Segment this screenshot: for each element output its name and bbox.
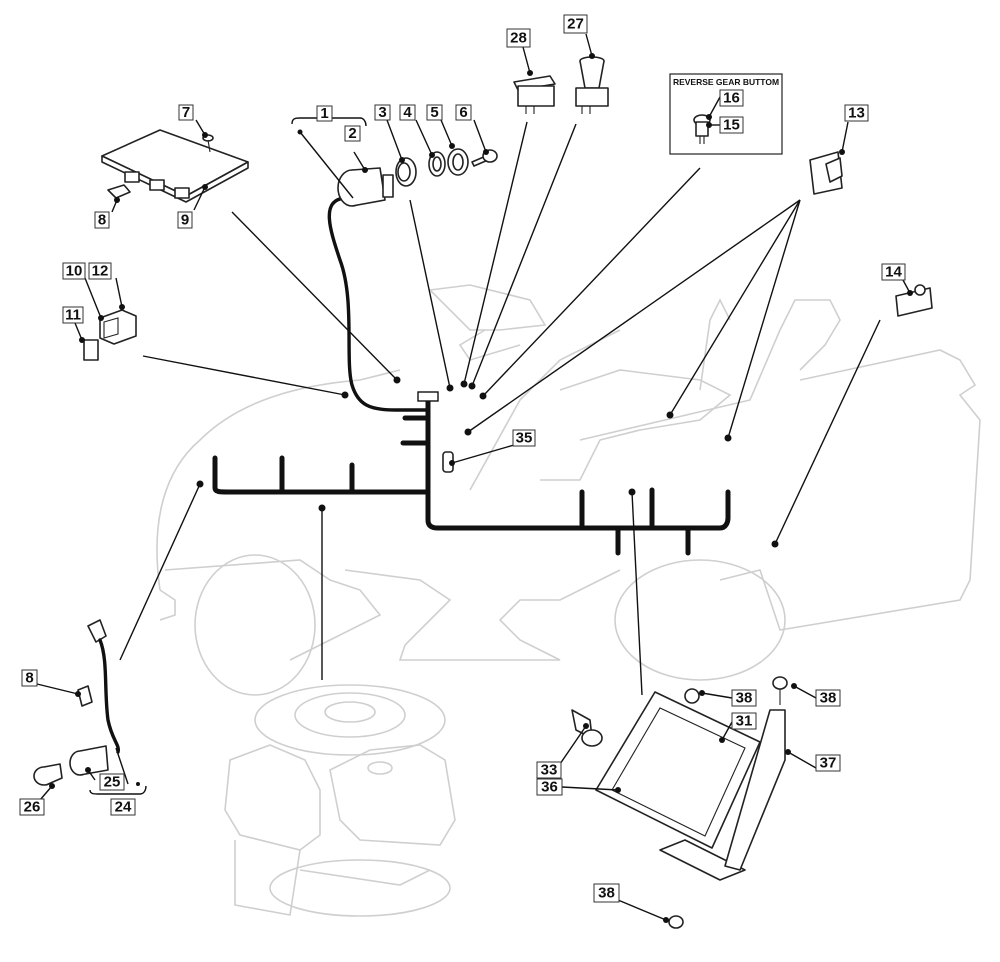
svg-text:11: 11: [65, 307, 81, 324]
callout-11: 11: [62, 306, 85, 343]
callout-3: 3: [374, 104, 405, 163]
svg-text:10: 10: [66, 263, 83, 280]
callout-31: 31: [719, 712, 757, 743]
svg-text:4: 4: [403, 104, 412, 121]
svg-text:27: 27: [567, 16, 584, 33]
fuse-clip: [107, 184, 131, 199]
svg-text:1: 1: [320, 105, 328, 122]
pushbutton-switch: [575, 56, 609, 114]
svg-text:15: 15: [723, 117, 740, 134]
svg-text:7: 7: [182, 104, 190, 121]
callout-6: 6: [455, 104, 489, 155]
wiring-harness: [212, 196, 731, 556]
callout-38c: 38: [593, 883, 669, 923]
headlight-harness: [87, 619, 120, 754]
callout-33: 33: [536, 723, 589, 779]
svg-text:33: 33: [541, 762, 558, 779]
micro-switch: [895, 284, 933, 317]
svg-text:16: 16: [723, 90, 740, 107]
svg-text:38: 38: [736, 690, 753, 707]
control-board: [101, 129, 249, 203]
callout-5: 5: [426, 104, 455, 149]
nut-38c: [668, 915, 684, 929]
callout-37: 37: [785, 749, 841, 772]
svg-text:14: 14: [885, 264, 902, 281]
callout-14: 14: [881, 263, 913, 296]
engine-outline: [224, 684, 456, 917]
svg-text:24: 24: [115, 799, 132, 816]
callout-27: 27: [563, 14, 595, 59]
battery-terminal-cap: [571, 709, 603, 747]
svg-text:2: 2: [348, 125, 356, 142]
harness-connector: [417, 391, 439, 402]
svg-text:37: 37: [820, 755, 837, 772]
svg-text:28: 28: [510, 30, 527, 47]
callout-1: 1: [291, 105, 367, 127]
relay: [99, 309, 137, 345]
callout-4: 4: [399, 104, 435, 158]
callout-8a: 8: [94, 197, 120, 229]
switch-bushing: [395, 157, 417, 187]
reverse-gear-inset: REVERSE GEAR BUTTOM: [669, 73, 783, 155]
svg-text:31: 31: [736, 713, 753, 730]
callout-10: 10: [62, 262, 104, 321]
callout-25: 25: [85, 767, 125, 791]
callout-2: 2: [344, 125, 368, 173]
inset-title: REVERSE GEAR BUTTOM: [673, 77, 779, 87]
leader-dots: [196, 129, 779, 548]
ignition-switch: [337, 167, 394, 207]
svg-text:38: 38: [820, 690, 837, 707]
svg-text:13: 13: [848, 105, 865, 122]
svg-text:8: 8: [25, 670, 33, 687]
rocker-switch: [513, 75, 556, 114]
washer: [428, 151, 446, 177]
battery-bracket: [724, 709, 786, 871]
svg-text:9: 9: [181, 212, 189, 229]
svg-text:35: 35: [516, 430, 533, 447]
callout-28: 28: [506, 28, 533, 76]
callout-35: 35: [449, 429, 536, 466]
callout-16: 16: [706, 89, 744, 120]
callout-13: 13: [839, 104, 869, 155]
tractor-outline: [156, 284, 981, 696]
callout-36: 36: [536, 778, 621, 796]
svg-text:26: 26: [24, 799, 41, 816]
callout-12: 12: [88, 262, 125, 310]
callout-38b: 38: [791, 683, 841, 707]
svg-text:38: 38: [598, 885, 615, 902]
ring-nut: [447, 148, 469, 176]
leader-lines: [119, 121, 881, 696]
svg-text:6: 6: [459, 104, 467, 121]
svg-text:5: 5: [430, 104, 438, 121]
callout-9: 9: [177, 184, 208, 229]
svg-text:36: 36: [541, 779, 558, 796]
svg-text:3: 3: [378, 104, 386, 121]
nut-38b: [772, 676, 788, 705]
callout-24: 24: [89, 747, 147, 816]
callout-26: 26: [19, 783, 55, 816]
fuse: [83, 339, 99, 361]
callout-7: 7: [178, 104, 208, 138]
svg-text:12: 12: [92, 263, 109, 280]
nut-38a: [684, 688, 700, 704]
callout-15: 15: [706, 116, 744, 134]
fuse-clip-8b: [77, 685, 93, 707]
svg-text:25: 25: [104, 774, 121, 791]
svg-text:8: 8: [98, 212, 106, 229]
callout-8b: 8: [21, 669, 81, 697]
rocker-switch-13: [809, 151, 843, 195]
battery-tray: [595, 691, 761, 881]
callout-38a: 38: [699, 689, 757, 707]
bulb: [33, 763, 63, 786]
